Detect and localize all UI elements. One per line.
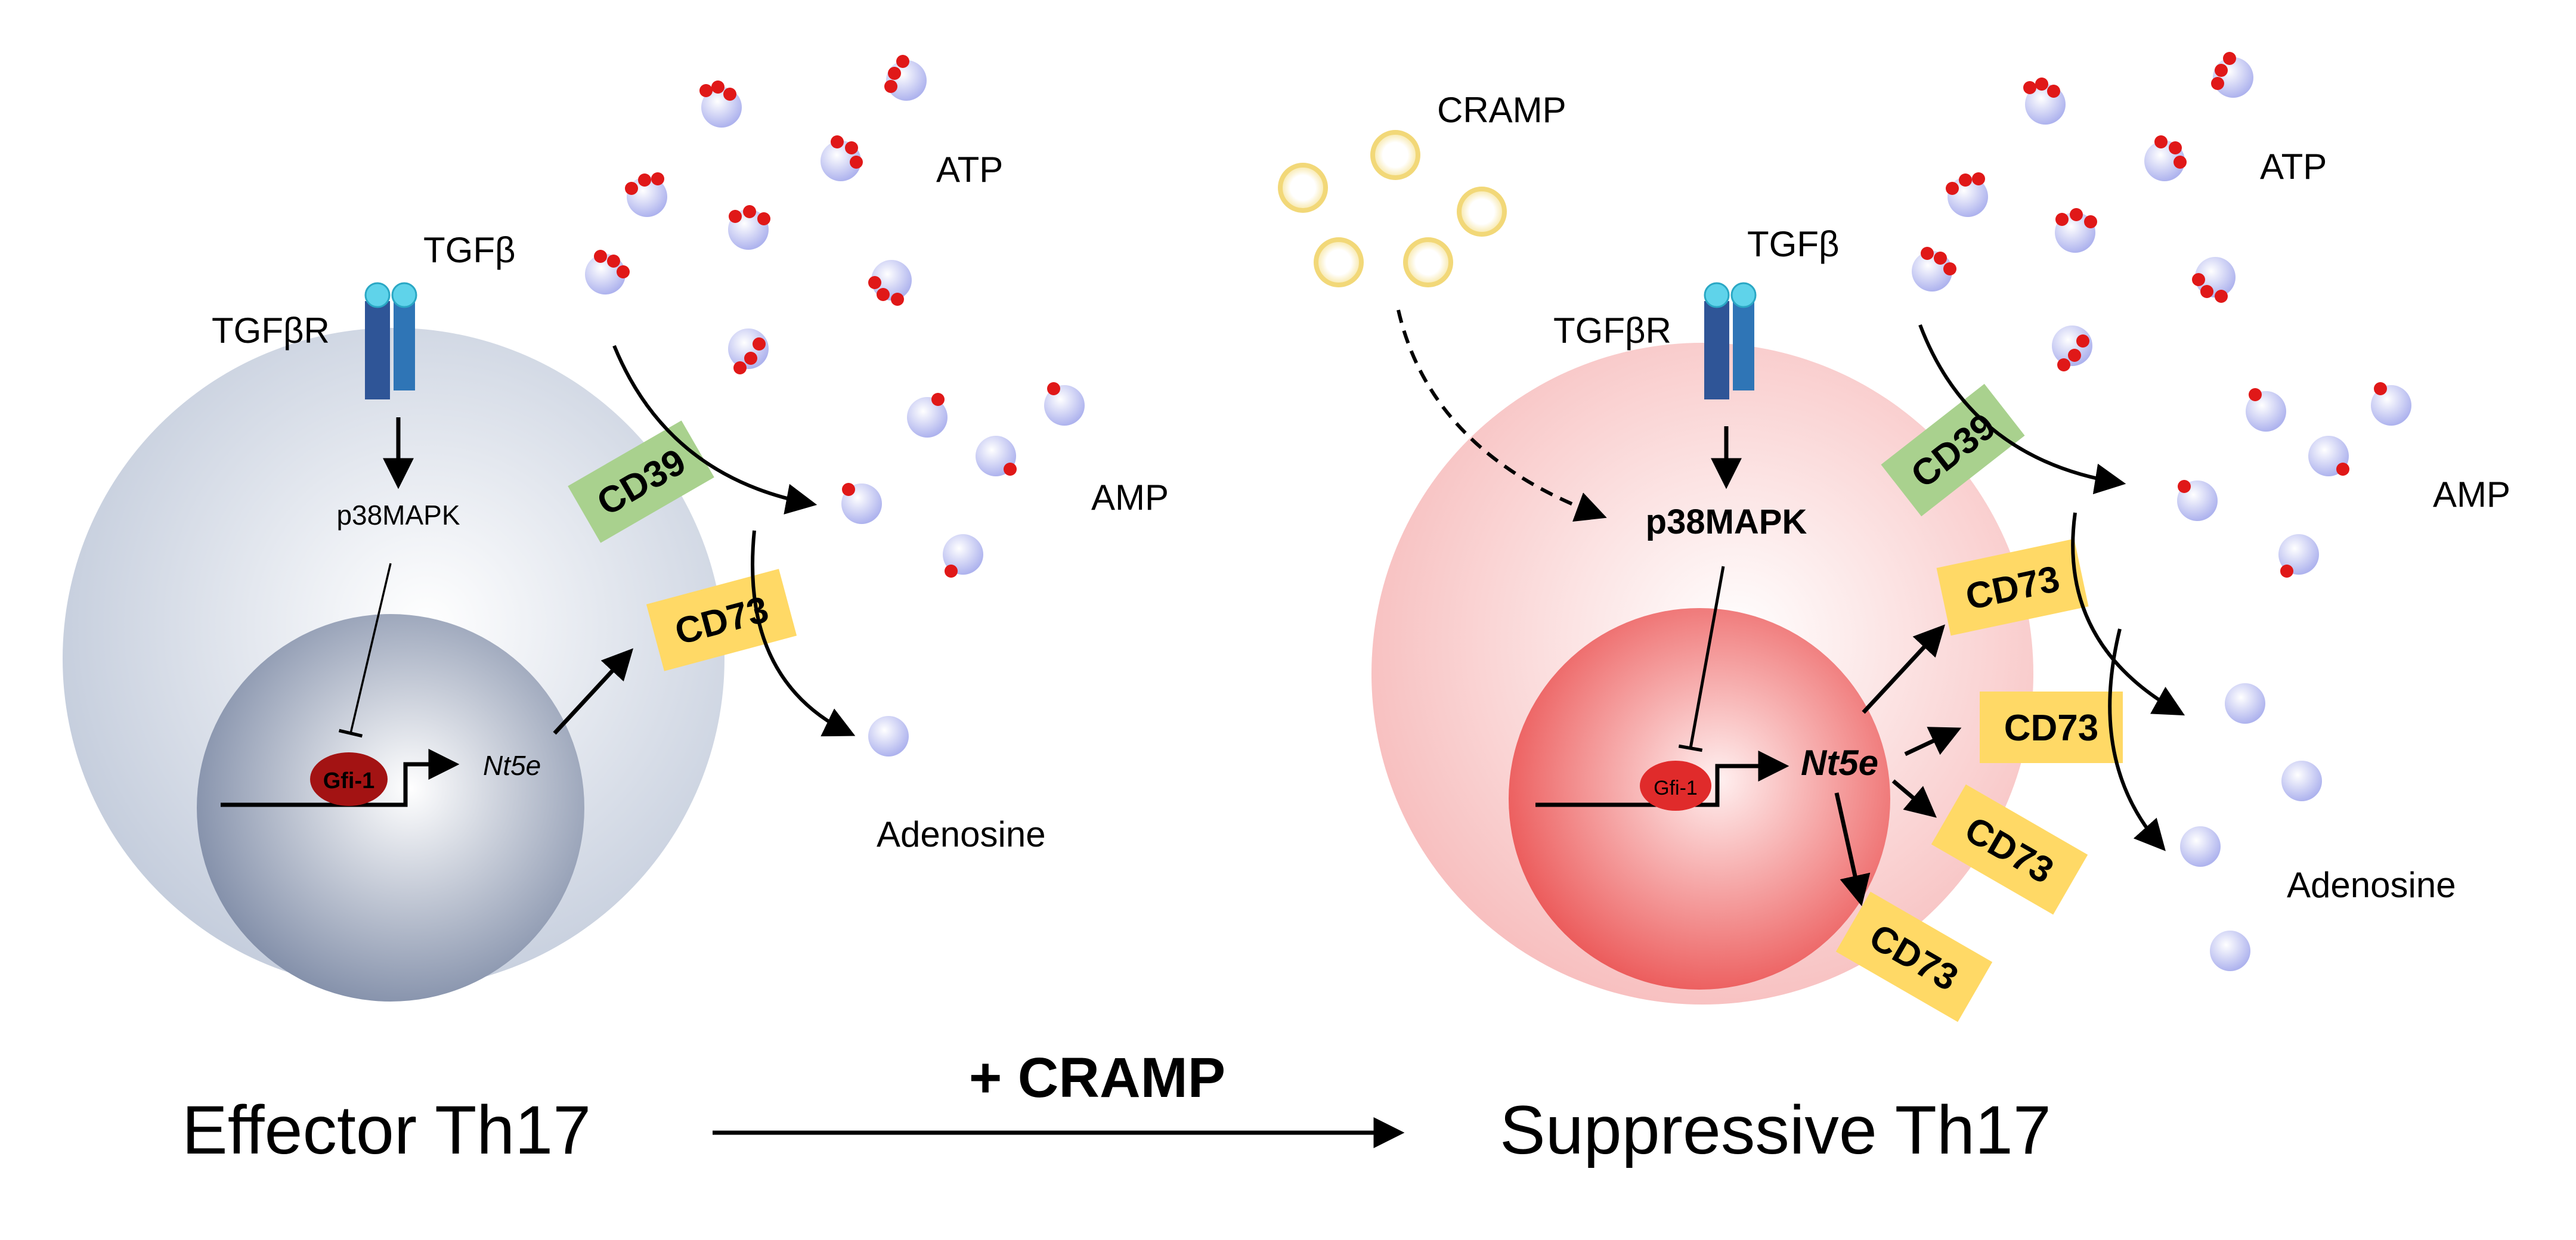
suppressive-gfi1 <box>1640 761 1711 811</box>
atp-molecule <box>2052 326 2092 371</box>
effector-amp-to-adenosine-arrow <box>751 530 856 737</box>
suppressive-atp-molecules <box>1912 52 2253 371</box>
suppressive-amp-to-adenosine-arrow-2 <box>2108 628 2166 851</box>
effector-tgfb-label: TGFβ <box>423 230 515 270</box>
effector-atp-to-amp-arrow <box>612 345 818 514</box>
effector-adenosine-label: Adenosine <box>877 814 1046 854</box>
amp-molecule <box>2278 534 2319 578</box>
effector-amp-molecules <box>841 382 1085 578</box>
suppressive-cd73-box-3: CD73 <box>1931 784 2088 915</box>
adenosine-molecule <box>2210 931 2250 971</box>
amp-molecule <box>841 483 882 524</box>
atp-molecule <box>2192 257 2236 303</box>
effector-kinase-label: p38MAPK <box>336 500 460 531</box>
suppressive-cd73-label-2: CD73 <box>2004 708 2099 749</box>
amp-molecule <box>2308 436 2349 476</box>
suppressive-adenosine-molecules <box>2180 683 2322 971</box>
suppressive-gene-label: Nt5e <box>1801 743 1878 783</box>
transition: + CRAMP <box>713 1046 1405 1148</box>
receptor-cap-right <box>391 282 417 308</box>
amp-molecule <box>1044 382 1085 426</box>
suppressive-kinase-label: p38MAPK <box>1646 503 1807 541</box>
cramp-molecule <box>1314 237 1364 287</box>
suppressive-dna-line <box>1535 751 1789 807</box>
effector-tgfb-receptor <box>364 282 417 399</box>
effector-adenosine-molecule <box>868 716 909 757</box>
amp-molecule <box>907 393 948 438</box>
suppressive-cd73-box-2: CD73 <box>1980 692 2123 763</box>
amp-molecule <box>976 436 1017 476</box>
effector-gene-to-cd73-arrow <box>553 648 634 735</box>
suppressive-tgfb-label: TGFβ <box>1747 224 1839 264</box>
effector-amp-label: AMP <box>1091 478 1169 517</box>
atp-molecule <box>585 250 630 294</box>
atp-molecule <box>1912 247 1956 292</box>
suppressive-gfi1-label: Gfi-1 <box>1654 777 1698 799</box>
effector-inhibition-line <box>338 563 392 738</box>
suppressive-gene-to-cd73-arrow-2 <box>1904 727 1962 757</box>
receptor-cap-left <box>364 282 391 308</box>
atp-molecule <box>884 55 927 101</box>
suppressive-adenosine-label: Adenosine <box>2287 865 2456 905</box>
suppressive-atp-to-amp-arrow <box>1918 324 2126 495</box>
atp-molecule <box>699 80 742 128</box>
suppressive-cd73-box-1: CD73 <box>1936 538 2089 636</box>
amp-molecule <box>2177 480 2218 521</box>
effector-gfi1-label: Gfi-1 <box>323 768 375 793</box>
cramp-label: CRAMP <box>1437 90 1566 130</box>
atp-molecule <box>868 260 912 306</box>
adenosine-molecule <box>2225 683 2265 724</box>
suppressive-panel: CRAMP TGFβR TGFβ p38MAPK Gfi-1 Nt5e CD39 <box>1278 52 2510 1168</box>
suppressive-receptor-label: TGFβR <box>1553 311 1671 351</box>
effector-atp-label: ATP <box>936 150 1003 190</box>
atp-molecule <box>625 172 667 217</box>
cramp-molecule <box>1457 187 1507 237</box>
suppressive-inhibition-line <box>1678 566 1725 752</box>
cramp-molecule <box>1403 237 1453 287</box>
suppressive-gene-to-cd73-arrow-1 <box>1862 624 1946 714</box>
effector-title: Effector Th17 <box>182 1092 591 1168</box>
cramp-molecule <box>1278 163 1328 213</box>
atp-molecule <box>821 135 863 181</box>
cramp-molecules <box>1278 130 1507 287</box>
suppressive-amp-to-adenosine-arrow-1 <box>2071 512 2185 716</box>
effector-gene-label: Nt5e <box>483 750 541 781</box>
amp-molecule <box>943 534 983 578</box>
atp-molecule <box>1946 172 1988 217</box>
effector-atp-molecules <box>585 55 927 374</box>
suppressive-tgfb-receptor <box>1704 282 1757 399</box>
atp-molecule <box>728 205 770 250</box>
suppressive-gene-to-cd73-arrow-4 <box>1834 792 1871 907</box>
adenosine-molecule <box>2180 826 2221 867</box>
suppressive-title: Suppressive Th17 <box>1500 1092 2051 1168</box>
effector-panel: TGFβR TGFβ p38MAPK Gfi-1 Nt5e CD39 CD73 <box>63 55 1169 1168</box>
transition-label: + CRAMP <box>969 1046 1225 1109</box>
receptor-cap-right <box>1730 282 1757 308</box>
atp-molecule <box>2055 208 2097 253</box>
suppressive-atp-label: ATP <box>2260 147 2327 187</box>
adenosine-molecule <box>2281 761 2322 801</box>
receptor-cap-left <box>1704 282 1730 308</box>
atp-molecule <box>2211 52 2253 98</box>
effector-nucleus <box>197 614 584 1002</box>
effector-dna-line <box>221 749 460 807</box>
atp-molecule <box>2144 135 2187 181</box>
suppressive-amp-label: AMP <box>2433 475 2510 514</box>
suppressive-amp-molecules <box>2177 382 2411 578</box>
atp-molecule <box>728 328 769 374</box>
amp-molecule <box>2246 388 2286 432</box>
cramp-molecule <box>1370 130 1420 180</box>
effector-receptor-label: TGFβR <box>212 311 330 351</box>
atp-molecule <box>2023 78 2066 125</box>
suppressive-gene-to-cd73-arrow-3 <box>1891 779 1937 818</box>
effector-gfi1 <box>310 752 388 806</box>
amp-molecule <box>2371 382 2411 426</box>
